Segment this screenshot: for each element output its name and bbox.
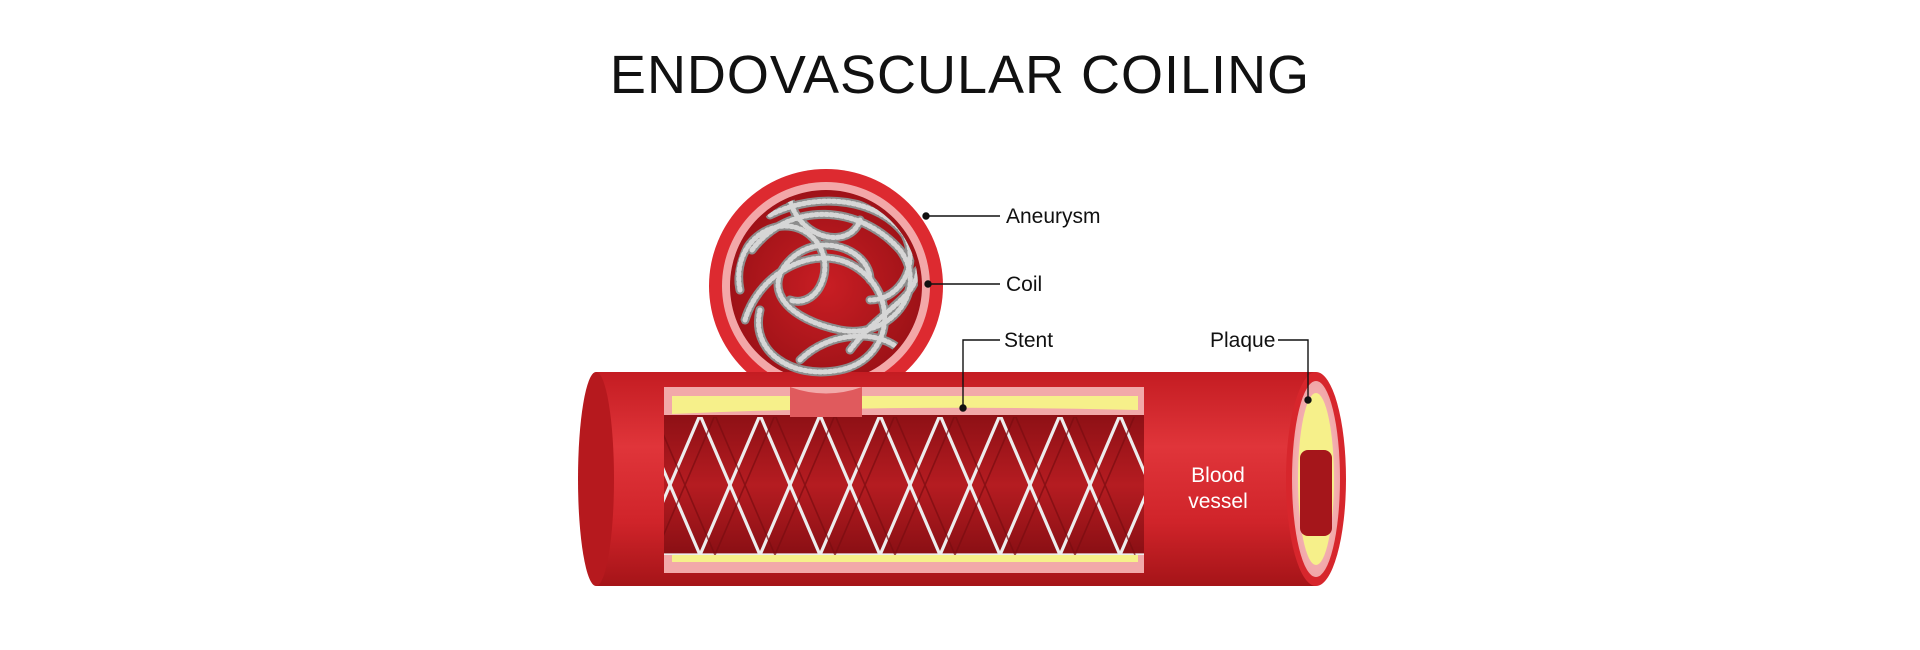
coil-mass — [734, 195, 918, 377]
label-plaque: Plaque — [1210, 329, 1275, 352]
label-aneurysm: Aneurysm — [1006, 205, 1101, 228]
blood-vessel — [578, 372, 1316, 586]
label-blood-vessel-line2: vessel — [1188, 490, 1248, 513]
label-coil: Coil — [1006, 273, 1042, 296]
leader-lines — [922, 212, 1312, 412]
label-blood-vessel-line1: Blood — [1191, 464, 1245, 487]
label-stent: Stent — [1004, 329, 1053, 352]
stent-mesh — [664, 417, 1144, 555]
diagram-title: ENDOVASCULAR COILING — [609, 45, 1311, 105]
vessel-cross-section — [1286, 372, 1346, 586]
